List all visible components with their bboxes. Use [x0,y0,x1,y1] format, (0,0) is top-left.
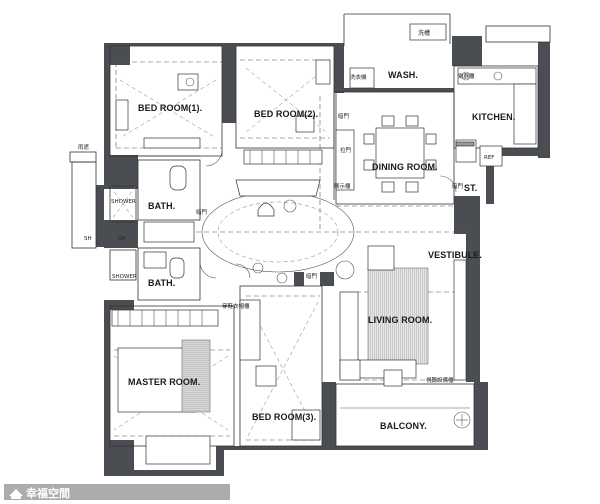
label-door-a: 暗門 [338,112,350,120]
label-display-cabinet: 展示櫃 [334,182,351,190]
label-wash: WASH. [388,70,418,80]
label-bedroom3: BED ROOM(3). [252,412,316,422]
outer-walls [96,36,550,476]
label-shower1: SHOWER [111,199,136,205]
label-balcony: BALCONY. [380,421,427,431]
label-tv-cabinet: 視聽設備櫃 [426,376,454,384]
label-shower2: SHOWER [112,274,137,280]
label-sh1: SH [84,236,92,242]
label-dining: DINING ROOM. [372,162,438,172]
label-wardrobe: 穿鞋衣帽櫃 [222,302,250,310]
label-kitchen: KITCHEN. [472,112,515,122]
label-bedroom2: BED ROOM(2). [254,109,318,119]
label-door-c: 暗門 [452,182,464,190]
label-bath1: BATH. [148,201,175,211]
label-bath2: BATH. [148,278,175,288]
label-door-b: 暗門 [196,208,208,216]
label-bedroom1: BED ROOM(1). [138,103,202,113]
label-sink: 洗槽 [418,29,430,37]
fixture-labels: 洗槽 洗衣機 電器櫃 REF SHOWER SHOWER SH SH 暗門 暗門… [78,29,494,384]
label-ref: REF [484,155,494,161]
label-vestibule: VESTIBULE. [428,250,482,260]
house-icon [9,489,23,499]
label-sh2: SH [118,236,126,242]
label-appliance-cabinet: 電器櫃 [458,72,475,80]
label-awning: 雨遮 [78,143,90,151]
label-washer: 洗衣機 [350,73,367,81]
watermark: 幸福空間 [4,484,230,500]
label-storage: ST. [464,183,477,193]
label-living: LIVING ROOM. [368,315,432,325]
label-master: MASTER ROOM. [128,377,200,387]
watermark-brand: 幸福空間 [26,486,70,500]
label-partition: 拉門 [340,146,352,154]
furniture [109,23,537,465]
label-door-d: 暗門 [306,272,318,280]
room-labels: BED ROOM(1). BED ROOM(2). BED ROOM(3). M… [128,70,515,431]
